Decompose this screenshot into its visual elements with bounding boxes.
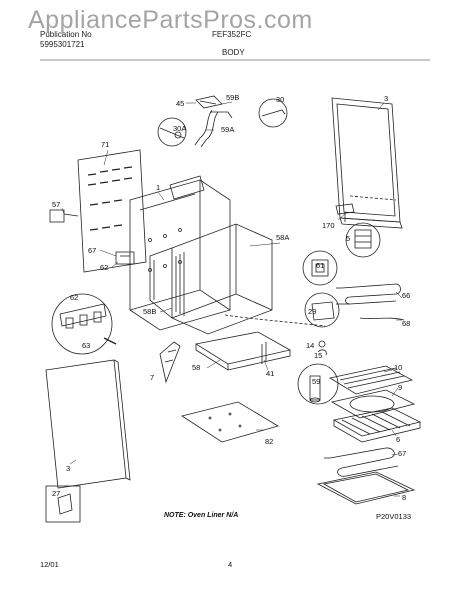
callout-63: 63 <box>82 341 90 350</box>
part-bracket-29 <box>304 292 340 328</box>
part-drawer-pan-8 <box>316 471 416 505</box>
part-terminal-block-61 <box>115 251 135 265</box>
part-back-panel-3 <box>331 97 403 229</box>
part-side-panel-3 <box>45 359 131 489</box>
callout-58: 58 <box>192 363 200 372</box>
callout-67-lower: 67 <box>398 449 406 458</box>
callout-29: 29 <box>308 307 316 316</box>
callout-67-upper: 67 <box>88 246 96 255</box>
callout-30: 30 <box>276 95 284 104</box>
callout-59a: 59A <box>221 125 234 134</box>
callout-62-upper: 62 <box>100 263 108 272</box>
watermark: AppliancePartsPros.com <box>28 6 313 34</box>
callout-14: 14 <box>306 341 314 350</box>
callout-3-top: 3 <box>384 94 388 103</box>
part-bracket-45 <box>195 95 223 109</box>
part-oven-bottom-58 <box>194 331 292 371</box>
part-screw-30 <box>258 98 288 128</box>
callout-59: 59 <box>312 377 320 386</box>
part-wire-68 <box>359 317 405 321</box>
part-igniter-59 <box>297 363 339 405</box>
part-broil-pan-9 <box>330 389 416 419</box>
callout-10: 10 <box>394 363 402 372</box>
footer-date: 12/01 <box>40 560 59 569</box>
callout-41: 41 <box>266 369 274 378</box>
callout-62-detail: 62 <box>70 293 78 302</box>
callout-6: 6 <box>396 435 400 444</box>
callout-71: 71 <box>101 140 109 149</box>
callout-82: 82 <box>265 437 273 446</box>
callout-61: 61 <box>316 261 324 270</box>
part-hinge-7 <box>159 341 181 384</box>
callout-59b: 59B <box>226 93 239 102</box>
part-clip-15 <box>317 349 327 356</box>
part-rear-panel-71 <box>77 149 147 273</box>
callout-30a: 30A <box>173 124 186 133</box>
part-bottom-panel-82 <box>181 401 279 443</box>
callout-66: 66 <box>402 291 410 300</box>
callout-1: 1 <box>156 183 160 192</box>
part-sensor-61-detail <box>302 250 338 286</box>
callout-68: 68 <box>402 319 410 328</box>
publication-label: Publication No <box>40 30 92 39</box>
part-oven-liner-58a <box>149 223 273 335</box>
callout-5: 5 <box>346 234 350 243</box>
part-clip-57 <box>49 209 79 223</box>
leader-dashed-1 <box>224 314 326 327</box>
part-main-body-1 <box>129 175 231 331</box>
part-frame-41 <box>261 342 267 364</box>
part-switch-bracket-detail <box>51 293 113 355</box>
note-oven-liner: NOTE: Oven Liner N/A <box>164 512 239 519</box>
publication-number: 5995301721 <box>40 40 85 49</box>
section-title: BODY <box>222 48 245 57</box>
part-glide-5 <box>345 222 381 258</box>
part-screw-14 <box>318 340 326 348</box>
leader-lines <box>61 101 403 497</box>
callout-7: 7 <box>150 373 154 382</box>
callout-15: 15 <box>314 351 322 360</box>
callout-58b: 58B <box>143 307 156 316</box>
callout-8: 8 <box>402 493 406 502</box>
part-bake-element-67 <box>324 447 399 477</box>
callout-labels: 45 59B 30 3 30A 59A 71 1 57 170 5 58A 67… <box>52 93 410 502</box>
callout-45: 45 <box>176 99 184 108</box>
diagram-code: P20V0133 <box>376 512 412 521</box>
callout-27: 27 <box>52 489 60 498</box>
footer-page: 4 <box>228 560 233 569</box>
part-screw-30a <box>157 117 187 147</box>
callout-9: 9 <box>398 383 402 392</box>
part-leveler-170 <box>335 203 355 222</box>
part-broil-element-66 <box>336 283 401 305</box>
part-tube-59a <box>194 109 233 148</box>
callout-3-lower: 3 <box>66 464 70 473</box>
callout-58a: 58A <box>276 233 289 242</box>
part-bracket-27 <box>45 485 81 523</box>
callout-170: 170 <box>322 221 335 230</box>
callout-57: 57 <box>52 200 60 209</box>
model-number: FEF352FC <box>212 30 252 39</box>
part-screw-63 <box>103 337 117 345</box>
part-oven-rack-6 <box>332 407 422 443</box>
part-broil-pan-insert-10 <box>328 365 414 395</box>
